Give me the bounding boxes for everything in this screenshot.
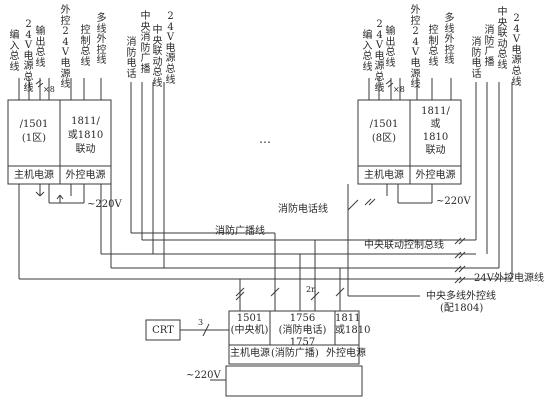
left-module-model: /1501 — [19, 119, 49, 130]
mid-label-central-broadcast: 中央消防广播 — [140, 11, 151, 75]
mid-label-24v-power: 24V电源总线 — [165, 11, 176, 86]
left-voltage: ~220V — [87, 199, 122, 210]
central-phone-desc: (消防电话) — [278, 325, 327, 336]
ellipsis: … — [259, 132, 271, 146]
right-count: ×8 — [393, 85, 405, 94]
bus-label-power: 24V外控电源线 — [474, 273, 544, 284]
left-main-power: 主机电源 — [14, 170, 54, 181]
central-broadcast-model: 1757 — [289, 337, 316, 348]
left-linkage-line1: 1811/ — [71, 116, 100, 127]
right-main-power: 主机电源 — [364, 170, 404, 181]
central-ext-power: 外控电源 — [326, 348, 366, 359]
right-label-control-bus: 控制总线 — [428, 25, 439, 68]
right-side-broadcast: 消防广播 — [484, 25, 495, 68]
left-linkage-line3: 联动 — [75, 144, 96, 155]
left-label-multiline: 多线外控线 — [96, 13, 107, 67]
crt-wire-count: 3 — [198, 318, 204, 327]
right-voltage: ~220V — [436, 196, 471, 207]
right-side-linkage: 中央联动总线 — [497, 7, 508, 71]
central-linkage-model: 1811 — [335, 313, 361, 324]
right-linkage-line2: 或 — [430, 119, 441, 130]
left-label-output-bus: 输出总线 — [35, 26, 46, 69]
right-label-multiline: 多线外控线 — [444, 13, 455, 67]
central-main-model: 1501 — [236, 313, 263, 324]
left-label-control-bus: 控制总线 — [80, 25, 91, 68]
right-label-24v-power-bus: 24V电源总线 — [374, 19, 385, 94]
right-side-24v: 24V电源总线 — [511, 13, 522, 88]
central-broadcast-desc: (消防广播) — [271, 348, 319, 359]
central-col-main: 1501 (中央机) — [229, 313, 270, 336]
central-main-desc: (中央机) — [230, 325, 269, 336]
right-ext-power: 外控电源 — [415, 170, 456, 181]
central-main-power: 主机电源 — [230, 348, 270, 359]
right-linkage-line4: 联动 — [425, 145, 446, 156]
left-label-ext-24v: 外控24V电源线 — [60, 5, 71, 91]
right-label-output-bus: 输出总线 — [385, 26, 396, 69]
left-count: ×8 — [43, 85, 55, 94]
bus-label-phone: 消防电话线 — [278, 204, 328, 215]
right-module-id: /1501 (8区) — [358, 119, 410, 144]
left-module-zone: (1区) — [21, 133, 47, 144]
right-label-input-bus: 编入总线 — [362, 30, 373, 73]
bus-label-multiline: 中央多线外控线 — [426, 291, 496, 302]
left-label-input-bus: 编入总线 — [9, 30, 20, 73]
right-module-model: /1501 — [369, 119, 399, 130]
right-module-zone: (8区) — [371, 133, 397, 144]
crt-label: CRT — [152, 325, 174, 336]
central-col-linkage: 1811 或1810 — [335, 313, 371, 336]
right-linkage-line1: 1811/ — [421, 106, 450, 117]
left-linkage-line2: 或1810 — [67, 130, 104, 141]
left-ext-power: 外控电源 — [65, 170, 106, 181]
right-linkage-line3: 1810 — [422, 132, 449, 143]
phone-wire-count: 2n — [306, 285, 317, 294]
central-col-phone-broadcast: 1756 (消防电话) 1757 — [270, 313, 335, 348]
central-unit-base — [225, 365, 363, 397]
central-unit-box — [228, 310, 360, 365]
central-voltage: ~220V — [186, 370, 221, 381]
right-module-linkage: 1811/ 或 1810 联动 — [410, 106, 461, 156]
right-label-ext-24v: 外控24V电源线 — [410, 5, 421, 91]
bus-label-multiline-note: (配1804) — [440, 303, 484, 314]
bus-label-linkage: 中央联动控制总线 — [364, 240, 444, 251]
left-label-24v-power-bus: 24V电源总线 — [23, 19, 34, 94]
left-module-id: /1501 (1区) — [8, 119, 60, 144]
mid-label-fire-phone: 消防电话 — [126, 37, 137, 80]
central-phone-model: 1756 — [289, 313, 316, 324]
right-side-fire-phone: 消防电话 — [471, 37, 482, 80]
left-module-linkage: 1811/ 或1810 联动 — [60, 116, 111, 155]
central-linkage-desc: 或1810 — [335, 325, 371, 336]
bus-label-broadcast: 消防广播线 — [215, 226, 265, 237]
mid-label-central-linkage: 中央联动总线 — [152, 25, 163, 89]
